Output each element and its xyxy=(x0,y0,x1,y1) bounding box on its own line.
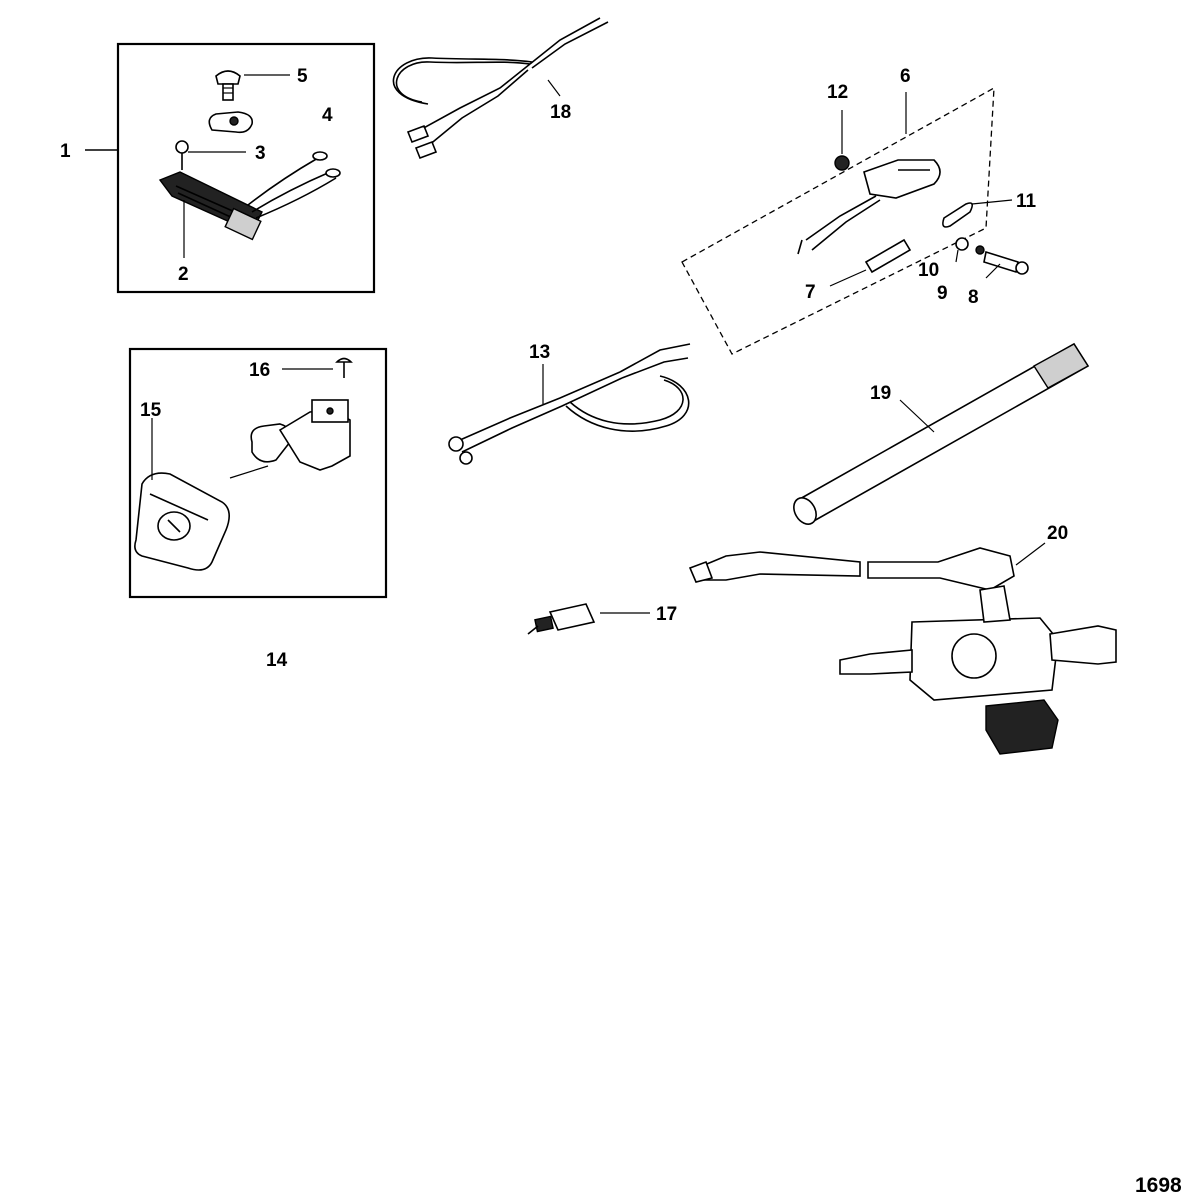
callout-15: 15 xyxy=(140,400,162,421)
kit-box-1 xyxy=(85,42,376,294)
callout-18: 18 xyxy=(550,102,571,123)
callout-5: 5 xyxy=(297,66,308,87)
nut-12 xyxy=(834,110,850,171)
callout-10: 10 xyxy=(918,260,939,281)
callout-12: 12 xyxy=(827,82,848,103)
clip-11 xyxy=(942,199,1013,228)
callout-2: 2 xyxy=(178,264,189,285)
kit-box-14 xyxy=(128,347,388,599)
callout-6: 6 xyxy=(900,66,911,87)
callout-20: 20 xyxy=(1047,523,1068,544)
control-20 xyxy=(688,542,1117,755)
callout-4: 4 xyxy=(322,105,333,126)
harness-18 xyxy=(392,17,609,160)
switch-bracket xyxy=(229,399,351,479)
callout-17: 17 xyxy=(656,604,677,625)
connector-2 xyxy=(158,151,341,241)
harness-13 xyxy=(448,343,691,465)
panel-15 xyxy=(134,418,230,571)
screw-16 xyxy=(282,357,353,378)
fuse-holder-6 xyxy=(797,159,941,255)
callout-9: 9 xyxy=(937,283,948,304)
callout-8: 8 xyxy=(968,287,979,308)
tube-19 xyxy=(793,342,1090,525)
screw-3 xyxy=(175,140,189,170)
washer-10 xyxy=(955,237,969,263)
callout-1: 1 xyxy=(60,141,71,162)
lockwasher-9 xyxy=(975,245,985,255)
callout-13: 13 xyxy=(529,342,550,363)
kit-box-6 xyxy=(681,86,995,355)
screw-5 xyxy=(215,70,241,101)
callout-7: 7 xyxy=(805,282,816,303)
callout-19: 19 xyxy=(870,383,891,404)
callout-16: 16 xyxy=(249,360,270,381)
clamp-4 xyxy=(208,111,254,134)
screw-8 xyxy=(983,250,1029,279)
fuse-7 xyxy=(829,238,912,287)
callout-11: 11 xyxy=(1016,191,1037,212)
callout-3: 3 xyxy=(255,143,266,164)
figure-number: 1698 xyxy=(1135,1174,1182,1197)
callout-14: 14 xyxy=(266,650,288,671)
callout-labels: 1 2 3 4 5 6 7 8 9 10 11 12 13 14 15 16 1… xyxy=(60,66,1068,671)
sender-17 xyxy=(527,603,650,635)
